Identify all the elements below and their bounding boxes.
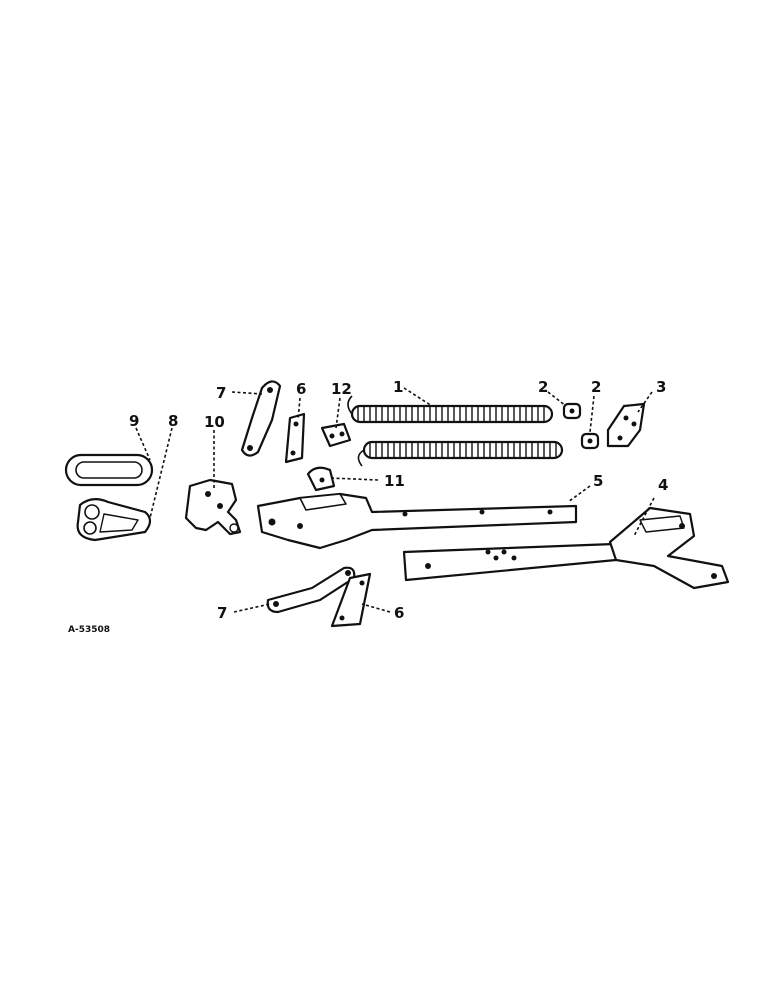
part-6-link-plate-lower <box>330 572 372 628</box>
part-11-clamp <box>306 466 336 492</box>
leader-5 <box>567 485 591 503</box>
leader-6a <box>297 397 301 421</box>
spring-lower <box>357 440 564 467</box>
callout-1: 1 <box>393 378 403 396</box>
leader-12 <box>335 397 341 429</box>
part-1-springs <box>347 395 564 467</box>
callout-11: 11 <box>384 472 405 490</box>
leader-4 <box>633 497 655 537</box>
part-7-strap-upper <box>240 380 282 457</box>
leader-7b <box>233 603 271 613</box>
part-5-drawbar <box>256 492 578 550</box>
callout-9: 9 <box>129 412 139 430</box>
leader-3 <box>637 391 653 413</box>
callout-2b: 2 <box>591 378 601 396</box>
callout-7a: 7 <box>216 384 226 402</box>
callout-6a: 6 <box>296 380 306 398</box>
part-6-link-plate-upper <box>284 412 306 464</box>
leader-2b <box>589 395 595 433</box>
leader-lines <box>135 387 655 613</box>
leader-8 <box>149 427 173 519</box>
callout-4: 4 <box>658 476 668 494</box>
leader-11 <box>329 477 379 481</box>
part-4-hitch-frame <box>402 506 730 590</box>
part-9-oval-link <box>64 453 154 487</box>
callout-6b: 6 <box>394 604 404 622</box>
leader-6b <box>361 603 391 613</box>
callout-10: 10 <box>204 413 225 431</box>
leader-2a <box>547 391 567 407</box>
part-2-bushing-a <box>562 402 582 420</box>
callout-3: 3 <box>656 378 666 396</box>
callout-8: 8 <box>168 412 178 430</box>
part-3-angle-bracket <box>606 402 646 448</box>
part-8-clevis <box>76 498 152 542</box>
leader-9 <box>135 427 151 461</box>
drawing-reference-code: A-53508 <box>68 625 110 635</box>
leader-1 <box>403 387 433 407</box>
part-2-bushing-b <box>580 432 600 450</box>
callout-labels: 1 2 2 3 4 5 6 6 7 7 8 9 10 11 12 <box>129 378 668 622</box>
part-10-bracket <box>184 478 242 536</box>
callout-12: 12 <box>331 380 352 398</box>
callout-2a: 2 <box>538 378 548 396</box>
callout-7b: 7 <box>217 604 227 622</box>
spring-upper <box>347 395 554 424</box>
callout-5: 5 <box>593 472 603 490</box>
leader-7a <box>231 391 263 395</box>
